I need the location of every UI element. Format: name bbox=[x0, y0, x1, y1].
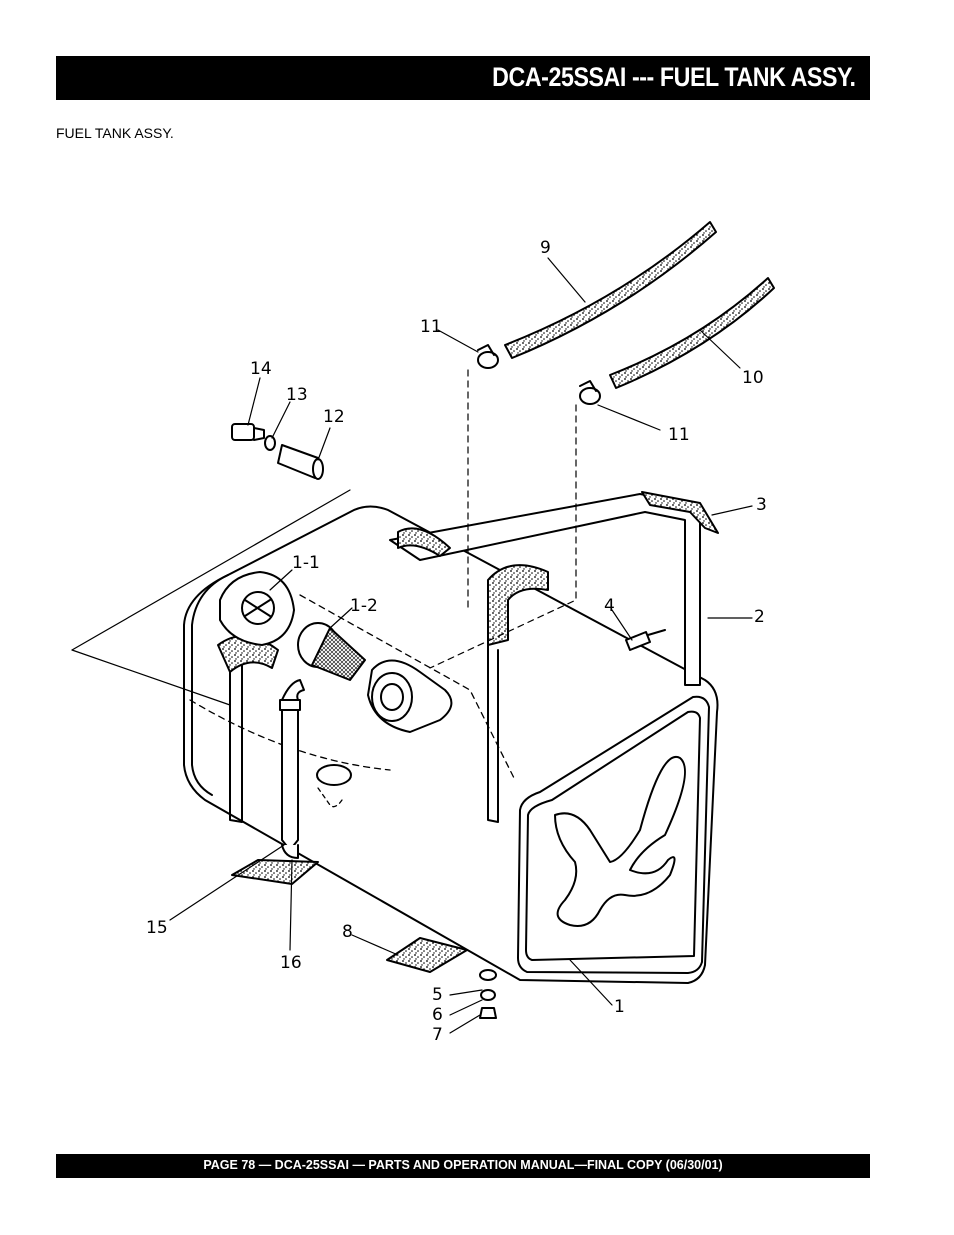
callout-7: 7 bbox=[432, 1025, 443, 1045]
fuel-strainer bbox=[297, 622, 453, 733]
footer-text: PAGE 78 — DCA-25SSAI — PARTS AND OPERATI… bbox=[203, 1158, 723, 1172]
callout-11-bottom: 11 bbox=[668, 425, 690, 445]
fuel-cap bbox=[219, 571, 295, 646]
callout-1-1: 1-1 bbox=[292, 553, 320, 573]
callout-1-2: 1-2 bbox=[350, 596, 378, 616]
callout-12: 12 bbox=[323, 407, 345, 427]
callout-1: 1 bbox=[614, 997, 625, 1017]
callout-5: 5 bbox=[432, 985, 443, 1005]
leader-lines bbox=[169, 257, 753, 1034]
callout-10: 10 bbox=[742, 368, 764, 388]
tank-strap bbox=[217, 491, 719, 823]
fuel-hoses bbox=[504, 221, 775, 389]
section-subtitle: FUEL TANK ASSY. bbox=[56, 125, 174, 141]
title-bar: DCA-25SSAI --- FUEL TANK ASSY. bbox=[56, 56, 870, 100]
callout-9: 9 bbox=[540, 238, 551, 258]
tank-x-emboss bbox=[554, 755, 686, 927]
callout-3: 3 bbox=[756, 495, 767, 515]
callout-6: 6 bbox=[432, 1005, 443, 1025]
callout-8: 8 bbox=[342, 922, 353, 942]
callout-11-top: 11 bbox=[420, 317, 442, 337]
callout-labels: 9 11 10 11 14 13 12 3 1-1 1-2 4 2 15 16 … bbox=[146, 238, 767, 1045]
callout-2: 2 bbox=[754, 607, 765, 627]
callout-15: 15 bbox=[146, 918, 168, 938]
callout-4: 4 bbox=[604, 596, 615, 616]
fuel-line bbox=[279, 679, 305, 859]
hose-clamps bbox=[429, 344, 601, 669]
footer-bar: PAGE 78 — DCA-25SSAI — PARTS AND OPERATI… bbox=[56, 1154, 870, 1178]
page-title: DCA-25SSAI --- FUEL TANK ASSY. bbox=[492, 62, 857, 92]
fuel-pad bbox=[231, 859, 468, 973]
callout-13: 13 bbox=[286, 385, 308, 405]
callout-16: 16 bbox=[280, 953, 302, 973]
hardware bbox=[479, 629, 666, 1019]
callout-14: 14 bbox=[250, 359, 272, 379]
